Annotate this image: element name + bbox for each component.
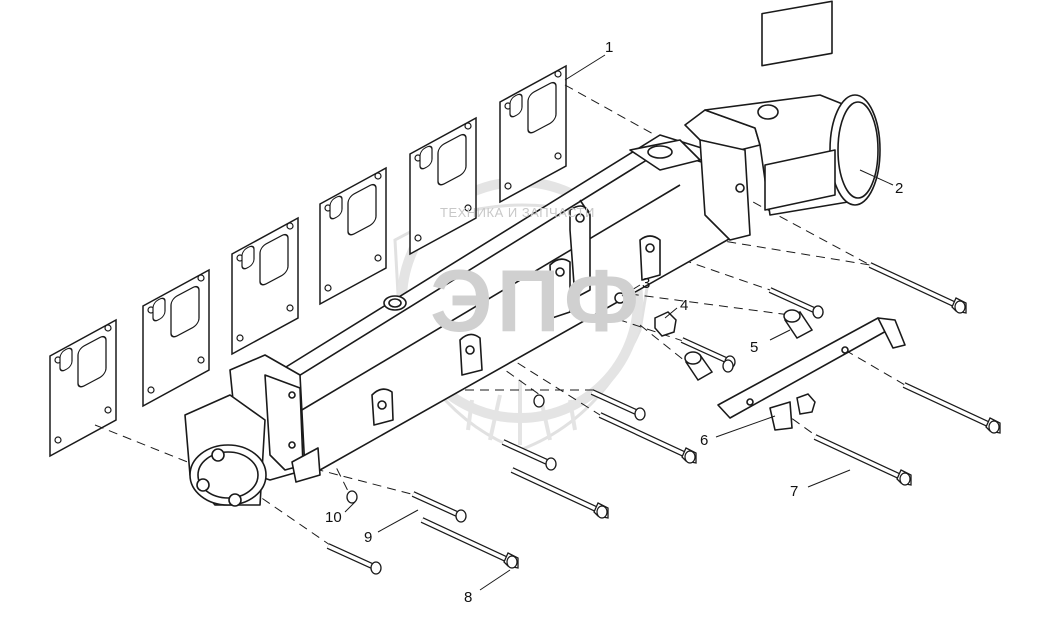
exhaust-manifold [184, 0, 881, 507]
callout-1: 1 [605, 39, 614, 56]
callout-4: 4 [680, 297, 689, 314]
gasket-5 [409, 117, 477, 255]
callout-10: 10 [325, 509, 342, 526]
gasket-2 [142, 269, 210, 407]
callout-9: 9 [364, 529, 373, 546]
bracket [717, 317, 906, 431]
gasket-3 [231, 217, 299, 355]
leader-lines [344, 54, 894, 591]
callout-8: 8 [464, 589, 473, 606]
watermark-text: ТЕХНИКА И ЗАПЧАСТИ [440, 205, 595, 220]
callout-6: 6 [700, 432, 709, 449]
gasket-1 [49, 319, 117, 457]
spacers [684, 309, 814, 381]
bolts [328, 265, 1000, 574]
callout-3: 3 [642, 275, 651, 292]
callout-7: 7 [790, 483, 799, 500]
callout-2: 2 [895, 180, 904, 197]
gasket-6 [499, 65, 567, 203]
gasket-4 [319, 167, 387, 305]
callout-5: 5 [750, 339, 759, 356]
watermark-letters: ЭПФ [430, 251, 643, 350]
